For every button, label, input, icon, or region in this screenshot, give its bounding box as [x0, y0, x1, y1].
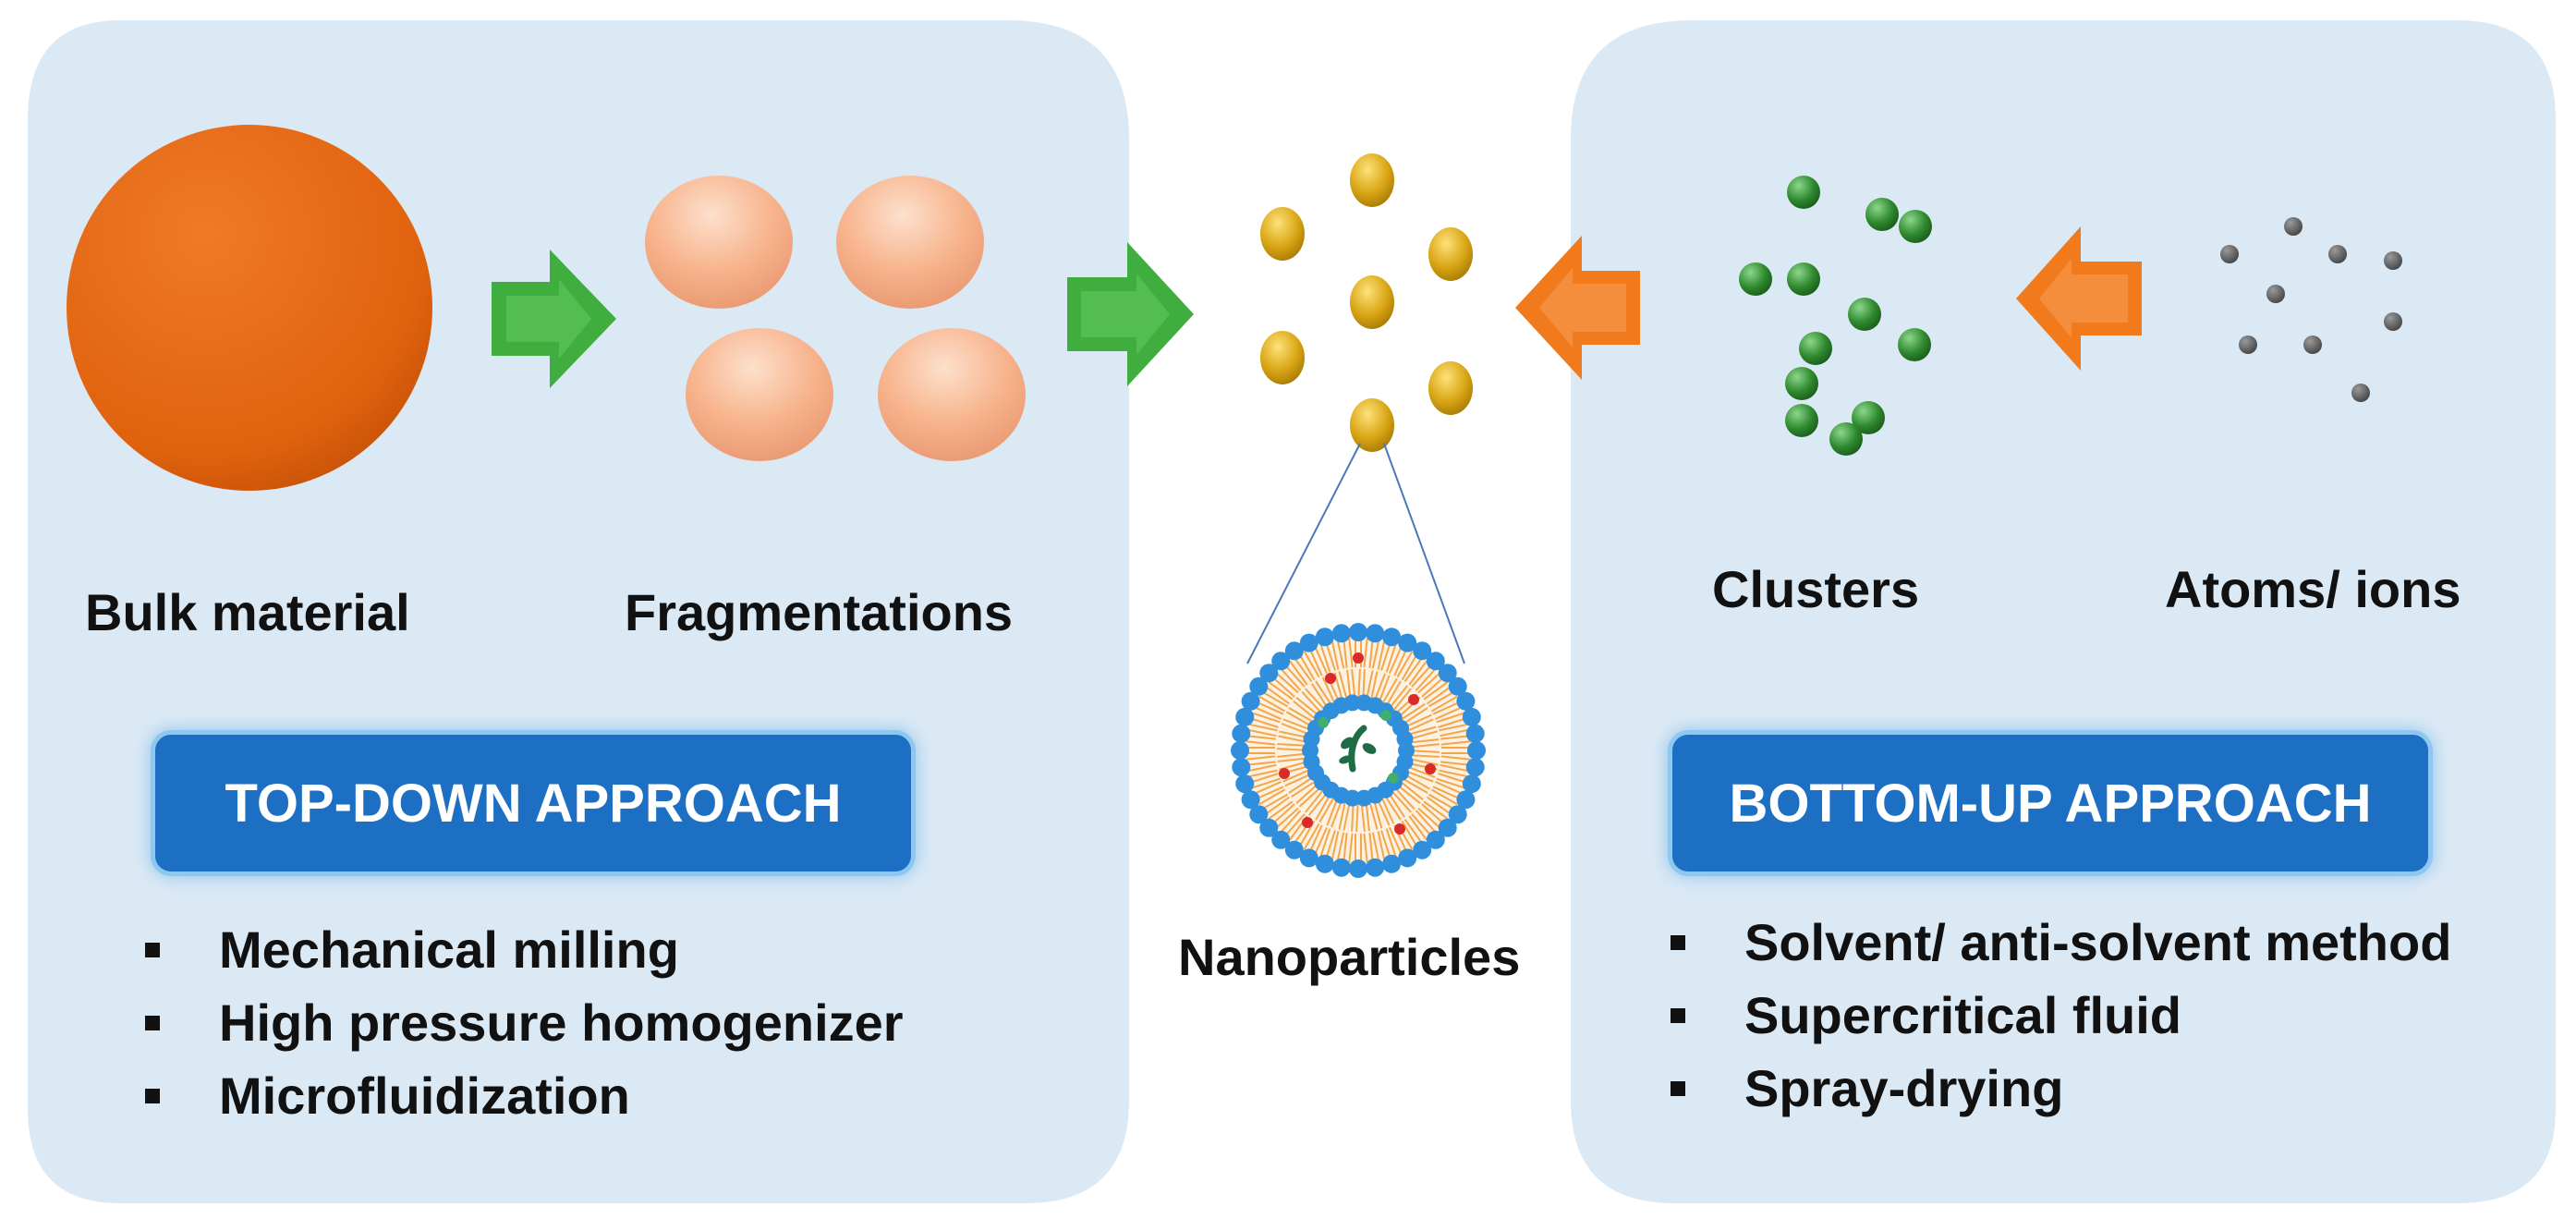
- fragment-particles: [645, 176, 1026, 461]
- method-text: Supercritical fluid: [1744, 986, 2181, 1044]
- method-text: Solvent/ anti-solvent method: [1744, 913, 2452, 971]
- bullet-icon: [145, 943, 160, 957]
- method-item: Supercritical fluid: [1671, 979, 2451, 1052]
- atom-ion-particles: [2220, 217, 2402, 402]
- orange-arrow-icon: [1515, 236, 1640, 380]
- orange-arrow-icon: [2016, 226, 2142, 371]
- top-down-approach-badge: TOP-DOWN APPROACH: [151, 730, 916, 876]
- nanoparticle-dots: [1260, 153, 1473, 452]
- bullet-icon: [145, 1016, 160, 1030]
- method-item: Solvent/ anti-solvent method: [1671, 906, 2451, 979]
- method-text: High pressure homogenizer: [219, 993, 904, 1052]
- green-arrow-icon: [492, 250, 616, 388]
- bulk-material-sphere: [67, 125, 432, 491]
- liposome-nanoparticle-icon: [1231, 623, 1486, 878]
- bullet-icon: [1671, 1008, 1685, 1023]
- cluster-particles: [1739, 176, 1932, 456]
- atoms-ions-label: Atoms/ ions: [2165, 560, 2461, 618]
- method-text: Mechanical milling: [219, 920, 679, 979]
- bottom-up-panel: [1571, 20, 2556, 1203]
- method-item: High pressure homogenizer: [145, 986, 904, 1059]
- bottom-up-methods-list: Solvent/ anti-solvent method Supercritic…: [1671, 906, 2451, 1125]
- bullet-icon: [1671, 935, 1685, 950]
- top-down-methods-list: Mechanical milling High pressure homogen…: [145, 913, 904, 1132]
- method-text: Spray-drying: [1744, 1059, 2064, 1117]
- bottom-up-approach-badge: BOTTOM-UP APPROACH: [1668, 730, 2433, 876]
- fragmentations-label: Fragmentations: [625, 583, 1014, 641]
- clusters-label: Clusters: [1712, 560, 1920, 618]
- bullet-icon: [145, 1089, 160, 1103]
- method-text: Microfluidization: [219, 1066, 630, 1125]
- bulk-material-label: Bulk material: [85, 583, 410, 641]
- zoom-lines: [1246, 443, 1465, 664]
- method-item: Mechanical milling: [145, 913, 904, 986]
- method-item: Spray-drying: [1671, 1052, 2451, 1125]
- green-arrow-icon: [1067, 242, 1194, 386]
- method-item: Microfluidization: [145, 1059, 904, 1132]
- nanoparticles-label: Nanoparticles: [1178, 928, 1521, 986]
- bullet-icon: [1671, 1081, 1685, 1096]
